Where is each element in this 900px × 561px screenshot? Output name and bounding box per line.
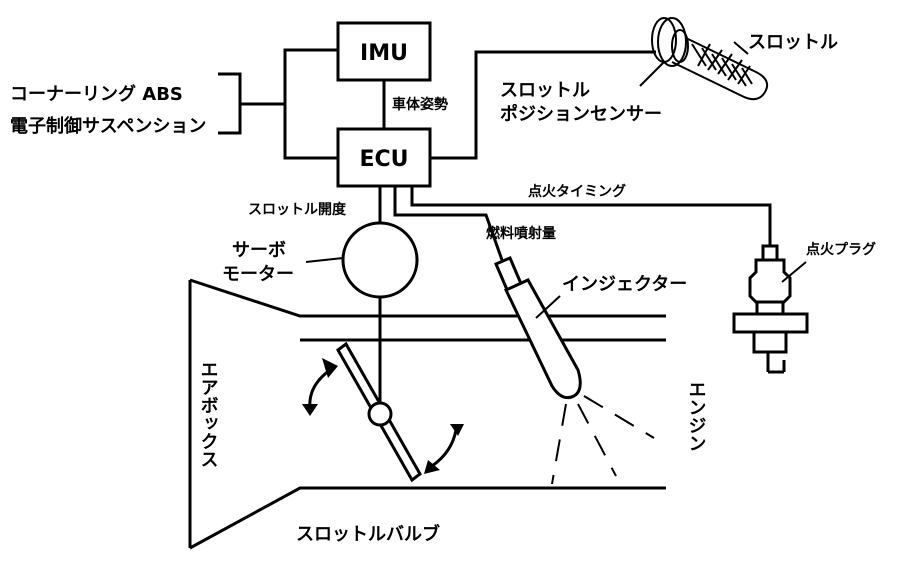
- fuel-injection-line: [393, 186, 504, 261]
- servo-motor-circle: [341, 221, 419, 299]
- cornering-abs-label: コーナーリング ABS: [10, 83, 183, 105]
- rotation-arrow-upper: [308, 368, 331, 409]
- throttle-valve-plate: [336, 341, 422, 483]
- rotation-arrow-upper-head-a: [322, 358, 338, 378]
- rotation-arrow-upper-head-b: [302, 404, 318, 416]
- throttle-pointer-line: [733, 41, 749, 55]
- throttle-valve-label: スロットルバルブ: [296, 523, 440, 545]
- engine-label: エンジン: [686, 380, 707, 452]
- tps-pointer-line: [639, 61, 665, 87]
- spark-plug-pointer-line: [781, 261, 807, 283]
- vehicle-attitude-label: 車体姿勢: [392, 96, 448, 113]
- airbox-lower-wall: [189, 486, 666, 550]
- ignition-timing-label: 点火タイミング: [528, 183, 626, 200]
- throttle-grip-icon: [651, 17, 769, 101]
- spark-plug-label: 点火プラグ: [806, 241, 876, 258]
- injector-label: インジェクター: [562, 274, 687, 295]
- imu-label: IMU: [360, 41, 408, 66]
- injector-pointer-line: [535, 295, 561, 319]
- rotation-arrow-lower: [431, 429, 458, 468]
- ecu-tps-line: [430, 50, 656, 160]
- tps-label-line1: スロットル: [500, 80, 590, 101]
- fuel-injection-label: 燃料噴射量: [486, 225, 556, 242]
- throttle-label: スロットル: [748, 32, 838, 53]
- tps-label-line2: ポジションセンサー: [500, 103, 662, 125]
- electronic-suspension-label: 電子制御サスペンション: [10, 115, 206, 137]
- air-box-label: エアボックス: [198, 360, 219, 468]
- rotation-arrow-lower-head-b: [424, 460, 440, 474]
- servo-pointer-line: [305, 257, 344, 263]
- ignition-timing-line: [410, 186, 772, 246]
- left-bracket: [218, 72, 242, 135]
- fuel-spray: [551, 395, 655, 485]
- spark-plug-icon: [732, 244, 809, 374]
- throttle-opening-label: スロットル開度: [248, 201, 347, 218]
- left-bus-line: [283, 48, 338, 160]
- ecu-label: ECU: [359, 147, 408, 172]
- injector-icon: [494, 256, 582, 400]
- rotation-arrow-lower-head-a: [450, 424, 464, 436]
- servo-label-line1: サーボ: [232, 240, 286, 261]
- servo-label-line2: モーター: [222, 264, 294, 285]
